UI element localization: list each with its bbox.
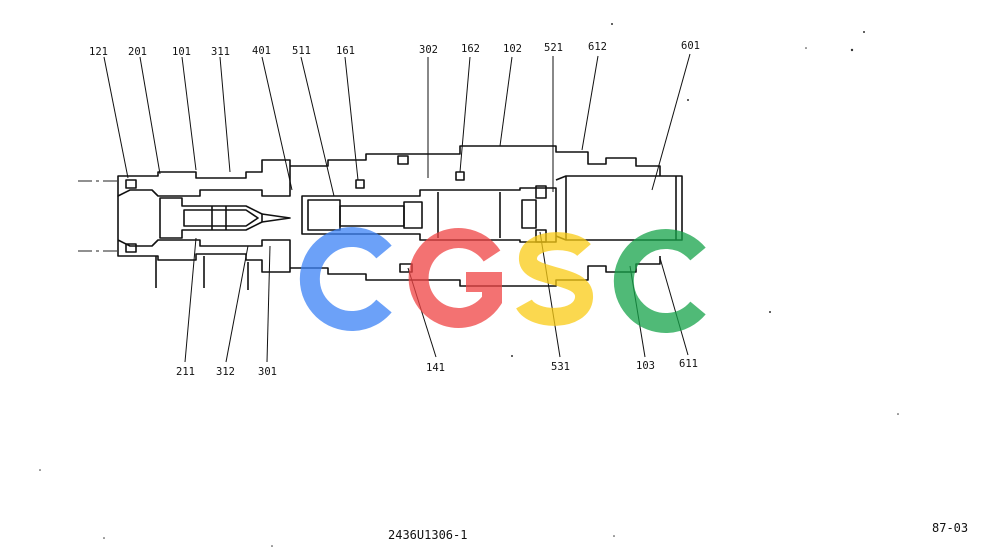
callout-521: 521: [544, 42, 563, 54]
watermark-letter-c-blue: [299, 227, 392, 331]
callout-162: 162: [461, 43, 480, 55]
callout-302: 302: [419, 44, 438, 56]
callout-312: 312: [216, 366, 235, 378]
watermark-letter-g-red: [408, 228, 502, 328]
callout-301: 301: [258, 366, 277, 378]
callout-101: 101: [172, 46, 191, 58]
callout-labels-top: 121 201 101 311 401 511 161 302 162 102 …: [89, 40, 700, 58]
callout-102: 102: [503, 43, 522, 55]
callout-611: 611: [679, 358, 698, 370]
page-number: 87-03: [932, 521, 969, 535]
callout-161: 161: [336, 45, 355, 57]
callout-311: 311: [211, 46, 230, 58]
callout-531: 531: [551, 361, 570, 373]
cgsc-watermark: [299, 227, 706, 333]
callout-labels-bottom: 211 312 301 141 531 103 611: [176, 358, 698, 378]
callout-601: 601: [681, 40, 700, 52]
callout-401: 401: [252, 45, 271, 57]
callout-121: 121: [89, 46, 108, 58]
callout-201: 201: [128, 46, 147, 58]
watermark-letter-c-green: [613, 229, 706, 333]
centerline: [78, 180, 118, 252]
callout-211: 211: [176, 366, 195, 378]
callout-141: 141: [426, 362, 445, 374]
valve-assembly: [117, 145, 683, 290]
leader-lines-top: [103, 53, 691, 197]
callout-612: 612: [588, 41, 607, 53]
callout-103: 103: [636, 360, 655, 372]
callout-511: 511: [292, 45, 311, 57]
scan-specks: [39, 23, 899, 547]
watermark-letter-s-yellow: [516, 232, 593, 326]
drawing-number: 2436U1306-1: [388, 528, 468, 542]
